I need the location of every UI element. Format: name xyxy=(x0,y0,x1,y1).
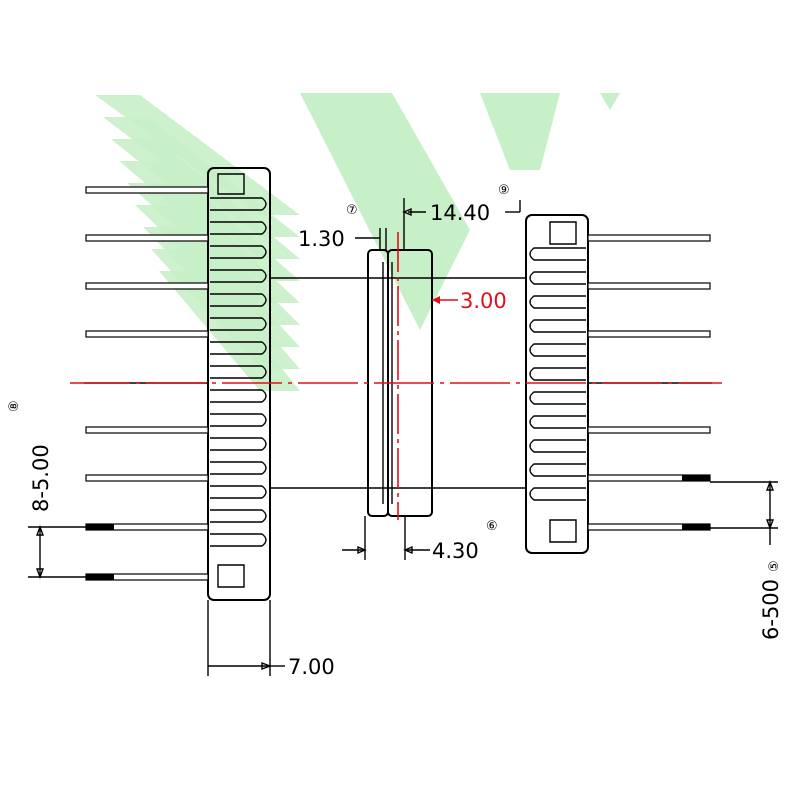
center-lines xyxy=(70,232,722,520)
right-flange-rib xyxy=(529,271,586,285)
dim-right-pitch-label: 6-500 xyxy=(759,579,783,640)
left-flange-rib xyxy=(210,293,267,307)
left-pin xyxy=(85,330,209,338)
right-flange-rib xyxy=(529,415,586,429)
left-bobbin-body xyxy=(207,167,271,601)
left-pin xyxy=(85,474,209,482)
right-flange-rib xyxy=(529,463,586,477)
left-flange-rib xyxy=(210,245,267,259)
left-flange-rib xyxy=(210,317,267,331)
left-flange-rib xyxy=(210,461,267,475)
right-pin-tip xyxy=(682,524,710,530)
dim-left-pin-pitch: 8-5.00 ⑧ xyxy=(7,400,86,579)
right-flange-rib xyxy=(529,439,586,453)
left-flange-rib xyxy=(210,269,267,283)
left-pin xyxy=(85,282,209,290)
dim-slot-width: 4.30 ⑥ xyxy=(342,516,498,563)
dim-rib-label: 1.30 xyxy=(298,227,345,251)
left-flange-rib xyxy=(210,221,267,235)
left-flange-rib xyxy=(210,341,267,355)
right-flange-rib xyxy=(529,319,586,333)
watermark-stripe xyxy=(159,271,300,391)
watermark-stripe xyxy=(600,93,620,110)
dim-center-offset: 3.00 xyxy=(432,289,507,313)
right-pin-tip xyxy=(682,475,710,481)
dim-rib-thickness: 1.30 ⑦ xyxy=(298,203,387,251)
right-flange-rib xyxy=(529,391,586,405)
dim-left-pitch-marker: ⑧ xyxy=(7,400,22,412)
dim-rib-marker: ⑦ xyxy=(346,203,358,218)
watermark-logo xyxy=(95,93,620,391)
watermark-stripe xyxy=(300,93,470,330)
left-flange-rib xyxy=(210,485,267,499)
right-flange-rib xyxy=(529,367,586,381)
left-pin xyxy=(85,186,209,194)
right-flange-rib xyxy=(529,343,586,357)
right-flange-rib xyxy=(529,487,586,501)
watermark-stripe xyxy=(480,93,560,170)
left-flange-rib xyxy=(210,509,267,523)
left-flange-rib xyxy=(210,437,267,451)
dim-left-body-label: 7.00 xyxy=(288,655,335,679)
dim-right-pitch-marker: ⑤ xyxy=(767,560,782,572)
right-pin xyxy=(587,330,711,338)
left-flange-rib xyxy=(210,413,267,427)
left-pin-tip xyxy=(86,574,114,580)
left-pins xyxy=(84,186,209,581)
dim-top-gap: 14.40 ⑨ xyxy=(402,183,521,250)
dim-right-pin-pitch: 6-500 ⑤ xyxy=(710,480,783,640)
left-flange-rib xyxy=(210,197,267,211)
left-flange-rib xyxy=(210,533,267,547)
dim-slot-label: 4.30 xyxy=(432,539,479,563)
dim-top-gap-label: 14.40 xyxy=(430,201,490,225)
right-pin xyxy=(587,426,711,434)
right-flange-rib xyxy=(529,295,586,309)
dim-top-gap-marker: ⑨ xyxy=(498,183,510,198)
dim-center-offset-label: 3.00 xyxy=(460,289,507,313)
left-pin-tip xyxy=(86,524,114,530)
right-bobbin-body xyxy=(525,214,589,554)
right-flange-rib xyxy=(529,247,586,261)
right-pin xyxy=(587,234,711,242)
left-pin xyxy=(85,234,209,242)
right-pin xyxy=(587,282,711,290)
left-flange-rib xyxy=(210,389,267,403)
dim-slot-marker: ⑥ xyxy=(486,519,498,534)
right-pins xyxy=(587,234,712,531)
left-pin xyxy=(85,426,209,434)
left-flange-rib xyxy=(210,365,267,379)
dim-left-body-width: 7.00 xyxy=(207,600,335,679)
dim-left-pitch-label: 8-5.00 xyxy=(29,444,53,512)
